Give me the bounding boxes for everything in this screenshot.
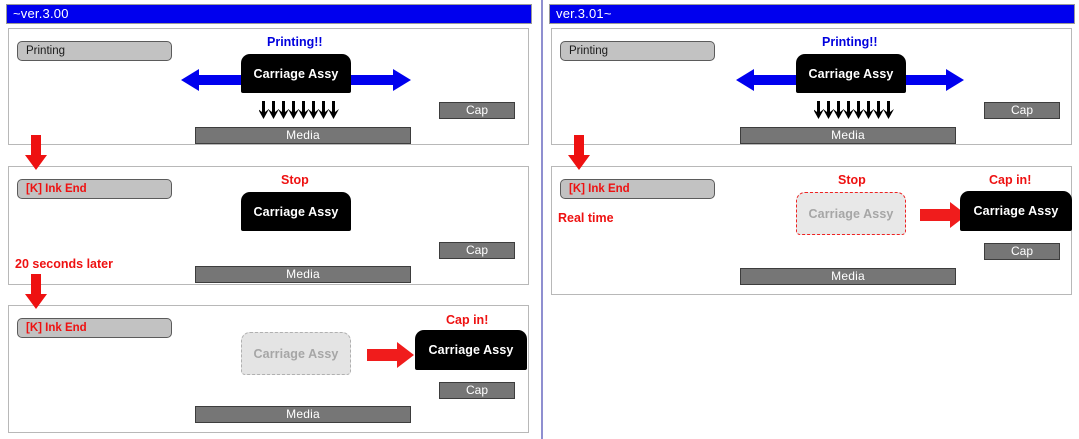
lcd-status-right-2: [K] Ink End [560,179,715,199]
stage-panel-left-3: [K] Ink End Cap in! Carriage Assy Carria… [8,305,529,433]
timing-note-left-2: 20 seconds later [15,257,113,271]
red-right-arrow-icon-right-2 [920,201,968,229]
lcd-status-left-2: [K] Ink End [17,179,172,199]
media-left-2: Media [195,266,411,283]
media-left-3: Media [195,406,411,423]
carriage-assy-right-1: Carriage Assy [796,54,906,93]
lcd-status-left-1: Printing [17,41,172,61]
lcd-status-left-3: [K] Ink End [17,318,172,338]
carriage-assy-right-2: Carriage Assy [960,191,1072,231]
red-down-arrow-icon-left-2 [24,274,48,310]
cap-right-2: Cap [984,243,1060,260]
ink-drop-arrows-icon [259,101,339,121]
carriage-assy-left-3: Carriage Assy [415,330,527,370]
stage-panel-left-1: Printing Printing!! Carriage Assy [8,28,529,145]
ink-drop-arrows-icon [814,101,894,121]
column-title-left: ~ver.3.00 [6,4,532,24]
column-title-right: ver.3.01~ [549,4,1075,24]
cap-state-label-right-2: Cap in! [989,173,1032,187]
cap-right-1: Cap [984,102,1060,119]
version-column-right: ver.3.01~ Printing Printing!! Carriage A… [549,0,1077,439]
stage-panel-left-2: [K] Ink End Stop Carriage Assy Cap 20 se… [8,166,529,285]
media-left-1: Media [195,127,411,144]
stage-panel-right-1: Printing Printing!! Carriage Assy [551,28,1072,145]
cap-left-1: Cap [439,102,515,119]
version-column-left: ~ver.3.00 Printing Printing!! Carriage A… [6,0,534,439]
stage-panel-right-2: [K] Ink End Real time Stop Cap in! Carri… [551,166,1072,295]
red-down-arrow-icon-right-1 [567,135,591,171]
state-label-right-1: Printing!! [822,35,878,49]
red-down-arrow-icon-left-1 [24,135,48,171]
media-right-1: Media [740,127,956,144]
state-label-left-3: Cap in! [446,313,489,327]
column-divider [541,0,543,439]
state-label-right-2: Stop [838,173,866,187]
carriage-assy-ghost-right-2: Carriage Assy [796,192,906,235]
carriage-assy-left-1: Carriage Assy [241,54,351,93]
state-label-left-1: Printing!! [267,35,323,49]
cap-left-3: Cap [439,382,515,399]
carriage-assy-left-2: Carriage Assy [241,192,351,231]
red-right-arrow-icon-left-3 [367,341,415,369]
carriage-assy-ghost-left-3: Carriage Assy [241,332,351,375]
media-right-2: Media [740,268,956,285]
lcd-status-right-1: Printing [560,41,715,61]
timing-note-right-2: Real time [558,211,614,225]
cap-left-2: Cap [439,242,515,259]
state-label-left-2: Stop [281,173,309,187]
